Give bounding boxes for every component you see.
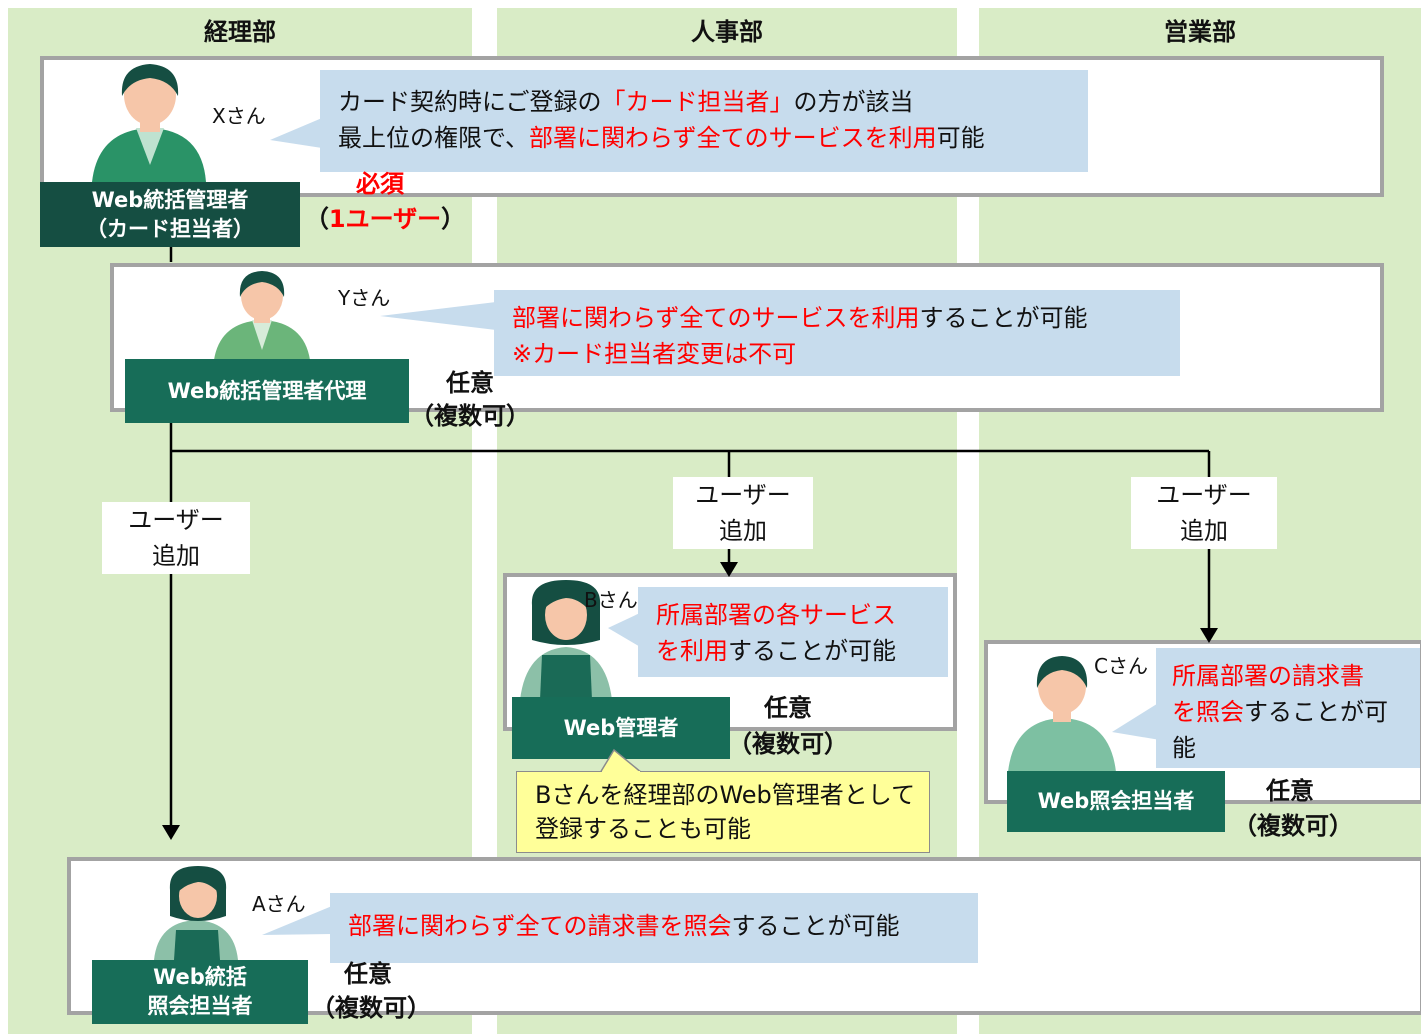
requirement-x-line1: 必須	[356, 170, 404, 198]
speech-bubble-b: 所属部署の各サービス を利用することが可能	[638, 587, 948, 677]
add-user-label-keiri: ユーザー 追加	[102, 502, 250, 574]
requirement-b-line1: 任意	[764, 694, 812, 722]
arrow-head-keiri	[162, 825, 180, 840]
role-badge-a: Web統括 照会担当者	[92, 960, 308, 1024]
column-title-keiri: 経理部	[204, 18, 276, 46]
requirement-y-line1: 任意	[446, 369, 494, 397]
role-badge-x: Web統括管理者 （カード担当者）	[40, 182, 300, 247]
speech-bubble-y: 部署に関わらず全てのサービスを利用することが可能 ※カード担当者変更は不可	[494, 290, 1180, 376]
user-name-y: Yさん	[338, 286, 391, 310]
arrow-head-jinji	[720, 562, 738, 577]
speech-bubble-x: カード契約時にご登録の「カード担当者」の方が該当 最上位の権限で、部署に関わらず…	[320, 70, 1088, 172]
role-badge-c: Web照会担当者	[1007, 771, 1225, 832]
user-name-a: Aさん	[252, 892, 306, 916]
role-badge-y: Web統括管理者代理	[125, 359, 409, 423]
requirement-c-line2: （複数可）	[1233, 812, 1353, 840]
add-user-label-eigyo: ユーザー 追加	[1131, 477, 1277, 549]
user-name-c: Cさん	[1094, 654, 1148, 678]
requirement-x-line2: （1ユーザー）	[304, 205, 466, 233]
column-title-jinji: 人事部	[691, 18, 763, 46]
requirement-y-line2: （複数可）	[410, 402, 530, 430]
arrow-head-eigyo	[1200, 628, 1218, 643]
requirement-c-line1: 任意	[1266, 777, 1314, 805]
note-b: Bさんを経理部のWeb管理者として登録することも可能	[516, 771, 930, 853]
role-badge-b: Web管理者	[512, 697, 730, 759]
user-name-x: Xさん	[212, 104, 266, 128]
column-title-eigyo: 営業部	[1164, 18, 1236, 46]
speech-bubble-c: 所属部署の請求書 を照会することが可 能	[1156, 648, 1420, 768]
user-name-b: Bさん	[584, 588, 638, 612]
requirement-b-line2: （複数可）	[728, 730, 848, 758]
speech-bubble-a: 部署に関わらず全ての請求書を照会することが可能	[330, 893, 978, 963]
add-user-label-jinji: ユーザー 追加	[673, 477, 813, 549]
requirement-a-line2: （複数可）	[311, 994, 431, 1022]
requirement-a-line1: 任意	[344, 960, 392, 988]
